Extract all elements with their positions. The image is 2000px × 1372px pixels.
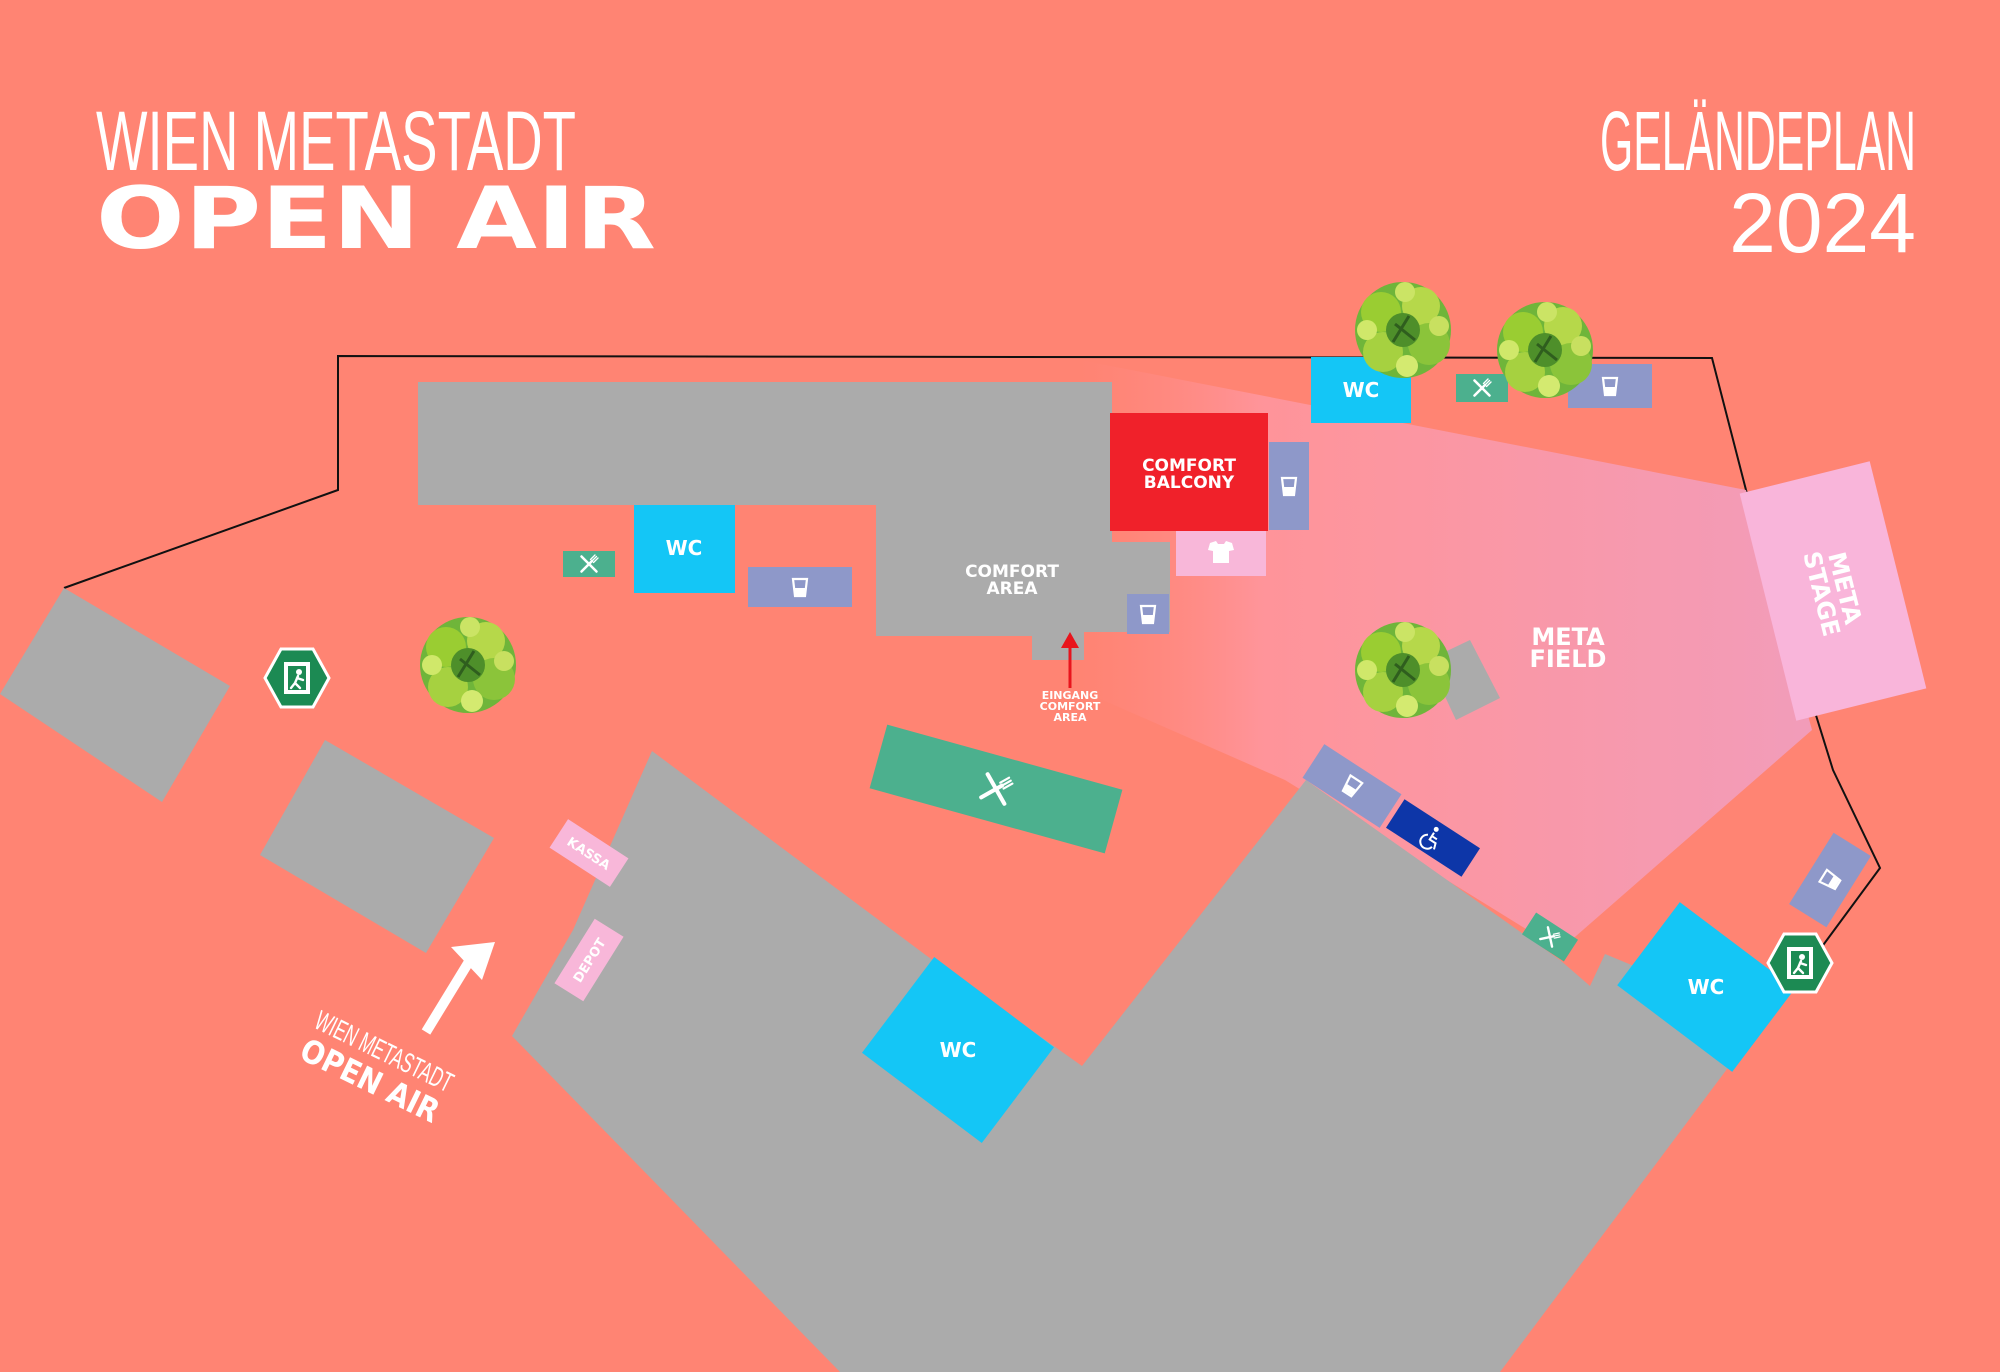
main-entrance: WIEN METASTADT OPEN AIR xyxy=(294,942,495,1131)
wc-top[interactable]: WC xyxy=(1311,357,1411,423)
merch-stand[interactable] xyxy=(1176,528,1266,576)
eingang-label-3: AREA xyxy=(1053,711,1086,724)
meta-stage[interactable]: META STAGE xyxy=(1739,461,1927,721)
drinks-stand-field[interactable] xyxy=(1302,744,1402,828)
meta-field-label-2: FIELD xyxy=(1530,645,1607,673)
wc-label: WC xyxy=(666,536,703,560)
building-west-1 xyxy=(0,588,230,802)
wc-south[interactable]: WC xyxy=(861,956,1055,1144)
site-boundary xyxy=(63,354,1882,991)
emergency-exit-icon xyxy=(263,647,331,709)
wc-label: WC xyxy=(940,1038,977,1062)
entrance-arrow-icon xyxy=(421,942,495,1035)
building-north xyxy=(418,382,1170,660)
eingang-label-1: EINGANG xyxy=(1042,689,1099,702)
eingang-label-2: COMFORT xyxy=(1040,700,1101,713)
drinks-stand-north[interactable] xyxy=(748,567,852,607)
wc-label: WC xyxy=(1688,975,1725,999)
food-stand-top[interactable] xyxy=(1456,374,1508,402)
emergency-exit-icon xyxy=(1766,932,1834,994)
tree-icon xyxy=(1353,280,1453,380)
comfort-area-label-2: AREA xyxy=(986,579,1038,599)
accessible-platform[interactable] xyxy=(1386,799,1480,877)
buildings xyxy=(0,382,1745,1372)
food-stand-north[interactable] xyxy=(563,551,615,577)
food-stand-east[interactable] xyxy=(1521,912,1579,962)
drinks-stand-comfort[interactable] xyxy=(1127,594,1169,634)
drinks-stand-east[interactable] xyxy=(1789,832,1871,928)
tshirt-icon xyxy=(1208,541,1234,563)
plan-title-line2: 2024 xyxy=(1729,176,1916,270)
accessible-icon xyxy=(1419,826,1439,850)
tree-icon xyxy=(418,615,518,715)
drinks-stand-balcony[interactable] xyxy=(1269,442,1309,530)
comfort-area-entrance: EINGANG COMFORT AREA xyxy=(1040,632,1101,724)
comfort-balcony-label-1: COMFORT xyxy=(1142,456,1236,476)
food-stand-large[interactable] xyxy=(869,724,1123,854)
building-south xyxy=(512,751,1745,1372)
plan-title-line1: GELÄNDEPLAN xyxy=(1600,94,1916,188)
comfort-balcony[interactable]: COMFORT BALCONY xyxy=(1110,413,1268,531)
tree-icon xyxy=(1353,620,1453,720)
comfort-area-label-1: COMFORT xyxy=(965,562,1059,582)
wc-east[interactable]: WC xyxy=(1617,902,1795,1072)
wc-label: WC xyxy=(1343,378,1380,402)
meta-field-label-1: META xyxy=(1531,623,1605,651)
event-title-line2: OPEN AIR xyxy=(96,169,656,269)
event-title-line1: WIEN METASTADT xyxy=(96,94,576,188)
wc-north[interactable]: WC xyxy=(634,505,735,593)
comfort-balcony-label-2: BALCONY xyxy=(1144,473,1235,493)
building-west-2 xyxy=(260,740,494,953)
tree-icon xyxy=(1495,300,1595,400)
